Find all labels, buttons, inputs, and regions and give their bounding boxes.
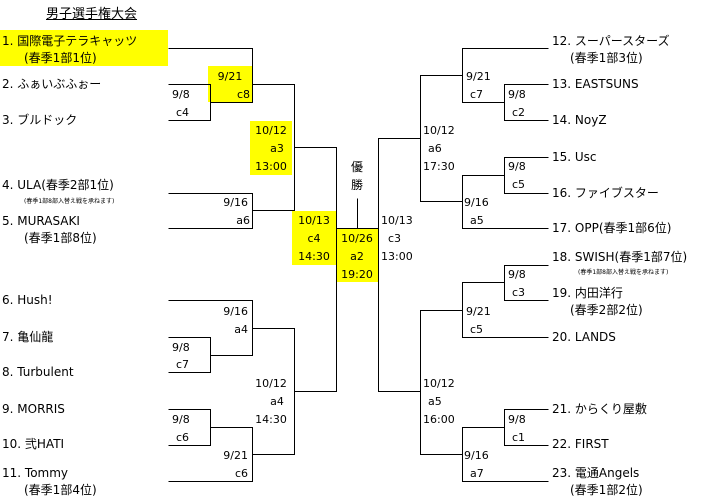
match-R1-court: c2 <box>512 106 526 119</box>
team-7: 7. 亀仙龍 <box>2 330 54 344</box>
match-L4-court: a3 <box>270 142 284 155</box>
team-1-note: (春季1部1位) <box>24 51 97 65</box>
match-final-date: 10/26 <box>341 232 373 245</box>
team-15: 15. Usc <box>552 150 597 164</box>
team-18-note: (春季1部8部入替え戦を承ねます) <box>578 269 669 276</box>
match-L3-date: 9/16 <box>223 196 248 209</box>
team-1: 1. 国際電子テラキャッツ <box>2 34 138 48</box>
match-final-court: a2 <box>350 250 364 263</box>
match-L9-time: 14:30 <box>255 413 287 426</box>
match-L9-date: 10/12 <box>255 377 287 390</box>
team-9: 9. MORRIS <box>2 402 65 416</box>
match-L5-court: c7 <box>176 358 190 371</box>
team-5: 5. MURASAKI <box>2 214 80 228</box>
team-22: 22. FIRST <box>552 437 609 451</box>
match-R6-date: 9/8 <box>508 268 526 281</box>
match-L10-time: 14:30 <box>298 250 330 263</box>
team-10: 10. 弐HATI <box>2 437 65 451</box>
match-L1-court: c4 <box>176 106 190 119</box>
match-L3-court: a6 <box>236 214 250 227</box>
team-12-note: (春季1部3位) <box>570 51 643 65</box>
match-R10-date: 10/13 <box>381 214 413 227</box>
match-L8-court: c6 <box>234 467 248 480</box>
match-R11-date: 10/12 <box>423 377 455 390</box>
match-L1-date: 9/8 <box>172 88 190 101</box>
team-8: 8. Turbulent <box>2 365 74 379</box>
match-R5-date: 10/12 <box>423 124 455 137</box>
match-R1-date: 9/8 <box>508 88 526 101</box>
match-R4-court: a5 <box>470 214 484 227</box>
match-R2-date: 9/21 <box>466 70 491 83</box>
match-R9-court: a7 <box>470 467 484 480</box>
champion-label: 優勝 <box>350 160 363 192</box>
match-L10-date: 10/13 <box>298 214 330 227</box>
match-L5-date: 9/8 <box>172 341 190 354</box>
team-4-note: (春季1部8部入替え戦を承ねます) <box>24 198 115 205</box>
match-R5-time: 17:30 <box>423 160 455 173</box>
team-18: 18. SWISH(春季1部7位) <box>552 250 688 264</box>
team-19-note: (春季2部2位) <box>570 303 643 317</box>
match-L10-highlight <box>292 211 336 265</box>
match-final-time: 19:20 <box>341 268 373 281</box>
match-R7-court: c5 <box>470 323 484 336</box>
match-R8-date: 9/8 <box>508 413 526 426</box>
team-14: 14. NoyZ <box>552 113 607 127</box>
match-R10-time: 13:00 <box>381 250 413 263</box>
team-16: 16. ファイブスター <box>552 186 659 200</box>
match-R2-court: c7 <box>470 88 484 101</box>
team-13: 13. EASTSUNS <box>552 77 639 91</box>
match-L7-court: c6 <box>176 431 190 444</box>
match-R11-court: a5 <box>428 395 442 408</box>
match-L6-court: a4 <box>234 323 248 336</box>
team-17: 17. OPP(春季1部6位) <box>552 221 672 235</box>
team-2: 2. ふぁいぶふぉー <box>2 77 102 91</box>
match-L7-date: 9/8 <box>172 413 190 426</box>
match-L9-court: a4 <box>270 395 284 408</box>
match-L6-date: 9/16 <box>223 305 248 318</box>
match-L2-court: c8 <box>236 88 250 101</box>
team-19: 19. 内田洋行 <box>552 286 623 300</box>
team-20: 20. LANDS <box>552 330 616 344</box>
match-R3-court: c5 <box>512 178 526 191</box>
match-L2-highlight <box>208 66 252 102</box>
team-3: 3. ブルドック <box>2 113 78 127</box>
match-R4-date: 9/16 <box>464 196 489 209</box>
match-R5-court: a6 <box>428 142 442 155</box>
seed1-highlight <box>0 30 168 66</box>
match-L4-highlight <box>250 121 292 175</box>
match-L10-court: c4 <box>307 232 321 245</box>
team-12: 12. スーパースターズ <box>552 34 670 48</box>
match-L8-date: 9/21 <box>223 449 248 462</box>
match-R10-court: c3 <box>388 232 402 245</box>
team-4: 4. ULA(春季2部1位) <box>2 178 114 192</box>
team-23-note: (春季1部2位) <box>570 483 643 497</box>
match-R6-court: c3 <box>512 286 526 299</box>
match-final-highlight <box>336 228 378 282</box>
match-L4-date: 10/12 <box>255 124 287 137</box>
match-L2-date: 9/21 <box>217 70 243 83</box>
match-R11-time: 16:00 <box>423 413 455 426</box>
team-5-note: (春季1部8位) <box>24 231 97 245</box>
team-11: 11. Tommy <box>2 466 69 480</box>
page-title: 男子選手権大会 <box>46 7 138 22</box>
match-R9-date: 9/16 <box>464 449 489 462</box>
team-6: 6. Hush! <box>2 293 53 307</box>
match-L4-time: 13:00 <box>255 160 287 173</box>
match-R7-date: 9/21 <box>466 305 491 318</box>
team-11-note: (春季1部4位) <box>24 483 97 497</box>
match-R3-date: 9/8 <box>508 160 526 173</box>
team-23: 23. 電通Angels <box>552 466 640 480</box>
match-R8-court: c1 <box>512 431 526 444</box>
team-21: 21. からくり屋敷 <box>552 402 647 416</box>
